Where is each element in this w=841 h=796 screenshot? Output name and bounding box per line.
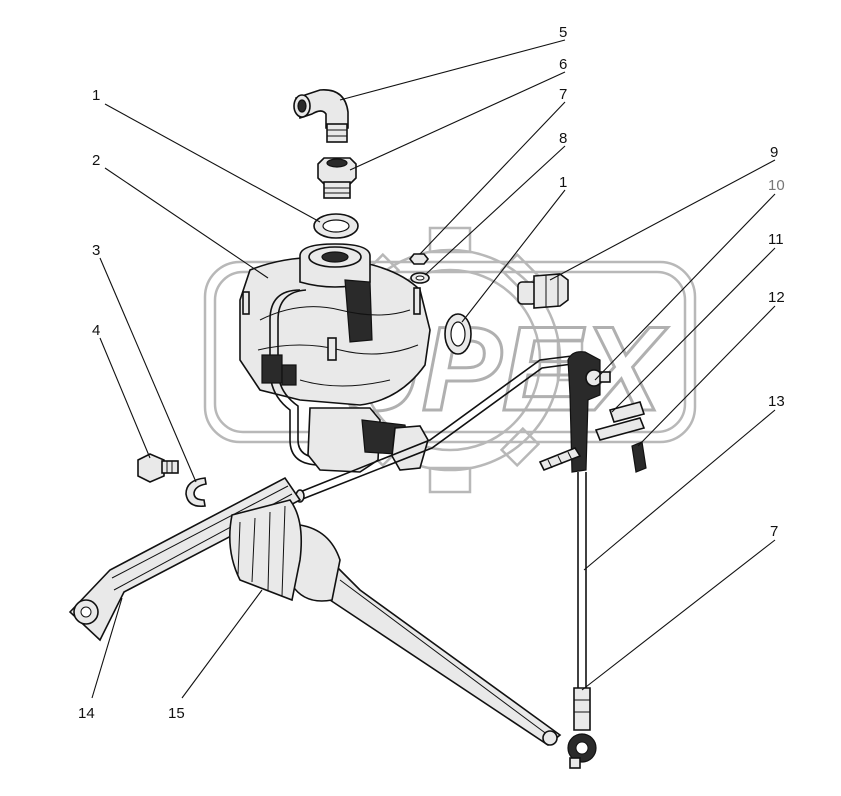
callout-4: 4 <box>92 322 100 339</box>
callout-5: 5 <box>559 24 567 41</box>
callout-14: 14 <box>78 705 95 722</box>
callout-10: 10 <box>768 177 785 194</box>
callout-12: 12 <box>768 289 785 306</box>
part-washer-right <box>444 313 472 355</box>
part-valve-body <box>239 243 431 473</box>
callout-labels: 5 6 1 7 2 8 1 9 10 3 11 12 4 13 7 14 15 <box>78 24 785 722</box>
part-spring-washer <box>410 272 430 284</box>
part-hex-nut <box>317 157 357 199</box>
callout-1-top: 1 <box>92 87 100 104</box>
part-washer-top <box>313 213 359 239</box>
callout-9: 9 <box>770 144 778 161</box>
callout-8: 8 <box>559 130 567 147</box>
callout-15: 15 <box>168 705 185 722</box>
part-lever <box>228 499 562 746</box>
callout-11: 11 <box>768 231 784 248</box>
part-pin <box>631 441 647 473</box>
callout-13: 13 <box>768 393 785 410</box>
part-cotter-pin <box>538 447 582 472</box>
part-fitting <box>517 273 569 309</box>
callout-2: 2 <box>92 152 100 169</box>
part-elbow-fitting <box>293 89 349 143</box>
part-circlip <box>185 477 207 508</box>
part-small-nut <box>408 253 430 265</box>
part-clamp <box>594 401 646 441</box>
callout-7-bottom: 7 <box>770 523 778 540</box>
part-link-rod <box>567 351 611 769</box>
callout-3: 3 <box>92 242 100 259</box>
callout-7-top: 7 <box>559 86 567 103</box>
part-bolt <box>137 453 179 483</box>
callout-1-right: 1 <box>559 174 567 191</box>
leader-lines <box>91 39 776 699</box>
callout-6: 6 <box>559 56 567 73</box>
